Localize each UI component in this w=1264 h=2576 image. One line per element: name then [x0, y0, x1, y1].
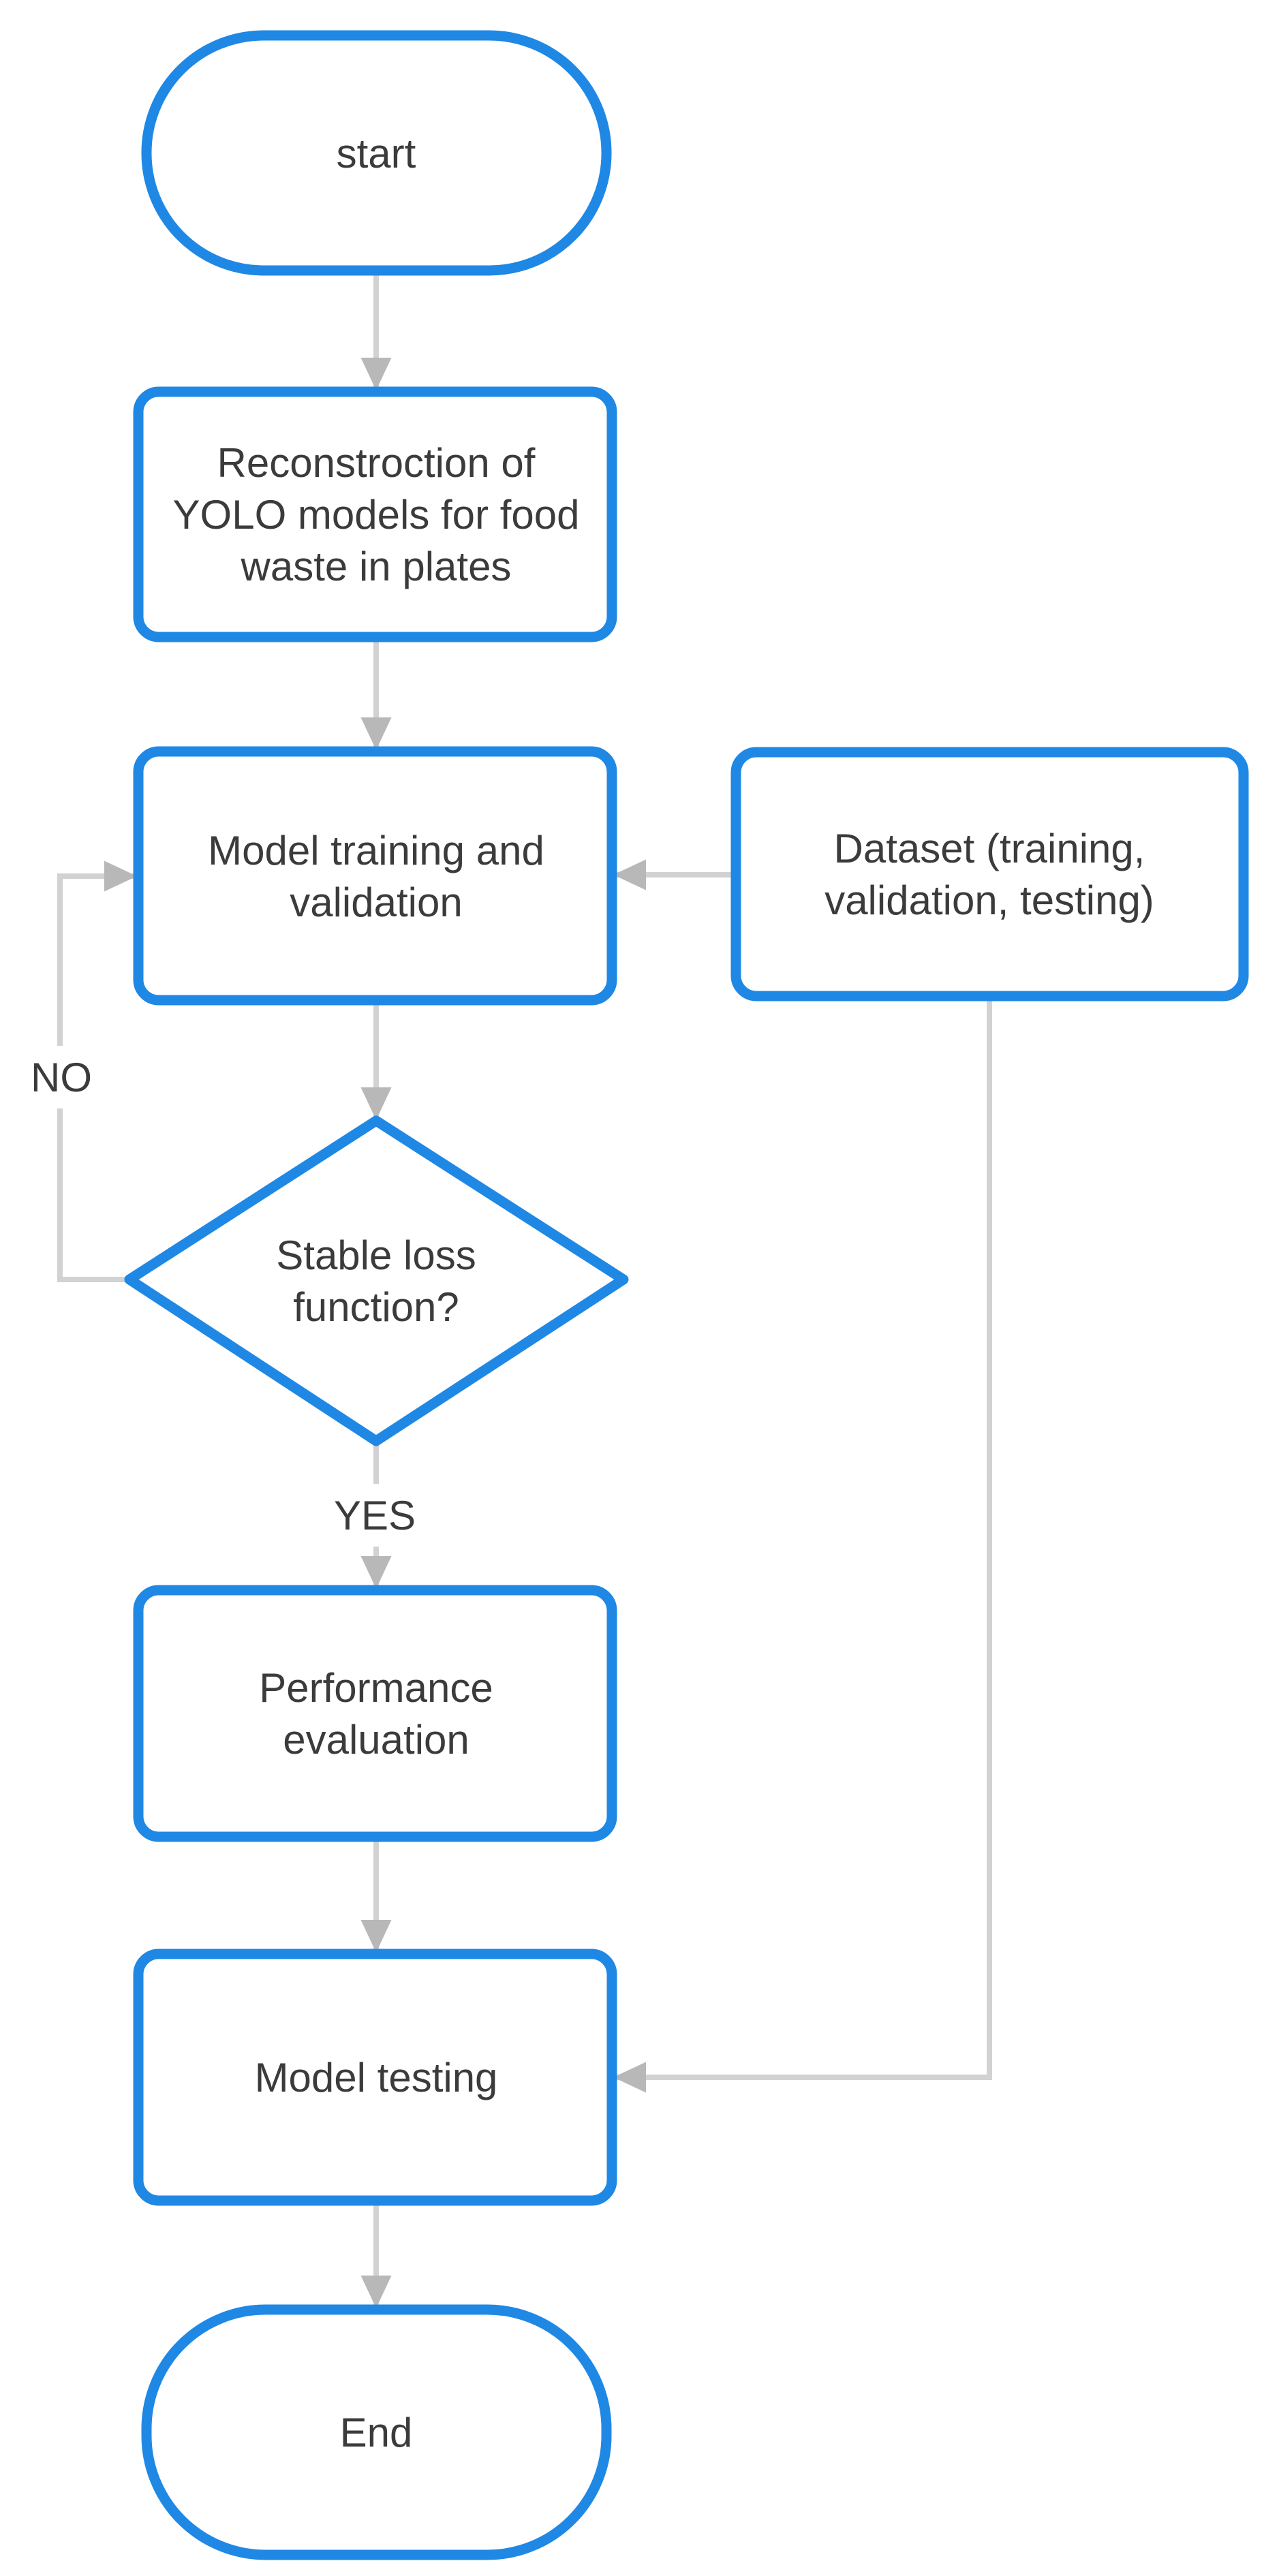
- evaluation-node-label-line2: evaluation: [283, 1717, 469, 1763]
- reconstruction-node-label-line1: Reconstroction of: [217, 440, 536, 486]
- evaluation-node-label-line1: Performance: [259, 1665, 493, 1711]
- evaluation-node: Performance evaluation: [133, 1585, 617, 1842]
- yes-label: YES: [334, 1493, 416, 1538]
- testing-node-label: Model testing: [255, 2055, 498, 2100]
- end-node-label: End: [340, 2410, 413, 2455]
- reconstruction-node-label-line3: waste in plates: [241, 544, 512, 589]
- dataset-node-label-line1: Dataset (training,: [834, 826, 1145, 871]
- training-node-label-line1: Model training and: [208, 828, 544, 873]
- end-node: End: [141, 2304, 612, 2560]
- dataset-node-shape: [730, 747, 1249, 1002]
- training-node: Model training and validation: [133, 746, 617, 1006]
- start-node: start: [141, 30, 612, 276]
- yes-label-background: [326, 1484, 425, 1547]
- decision-node-label-line1: Stable loss: [276, 1232, 476, 1278]
- reconstruction-node-label-line2: YOLO models for food: [173, 492, 580, 538]
- dataset-node-label-line2: validation, testing): [824, 878, 1154, 923]
- testing-node-shape: [133, 1949, 617, 2206]
- start-node-shape: [141, 30, 612, 276]
- decision-node-label-line2: function?: [293, 1284, 459, 1330]
- training-node-shape: [133, 746, 617, 1006]
- dataset-node: Dataset (training, validation, testing): [730, 747, 1249, 1002]
- training-node-label-line2: validation: [290, 880, 463, 925]
- no-label: NO: [31, 1055, 92, 1100]
- start-node-label: start: [337, 131, 416, 176]
- end-node-shape: [141, 2304, 612, 2560]
- connector-dataset-to-testing: [613, 996, 992, 2093]
- decision-node: Stable loss function?: [124, 1115, 629, 1446]
- edge-labels: NO YES: [26, 1046, 425, 1547]
- no-label-background: [26, 1046, 97, 1108]
- evaluation-node-shape: [133, 1585, 617, 1842]
- reconstruction-node-shape: [133, 386, 617, 642]
- reconstruction-node: Reconstroction of YOLO models for food w…: [133, 386, 617, 642]
- testing-node: Model testing: [133, 1949, 617, 2206]
- nodes: start Reconstroction of YOLO models for …: [124, 30, 1249, 2560]
- decision-node-shape: [124, 1115, 629, 1446]
